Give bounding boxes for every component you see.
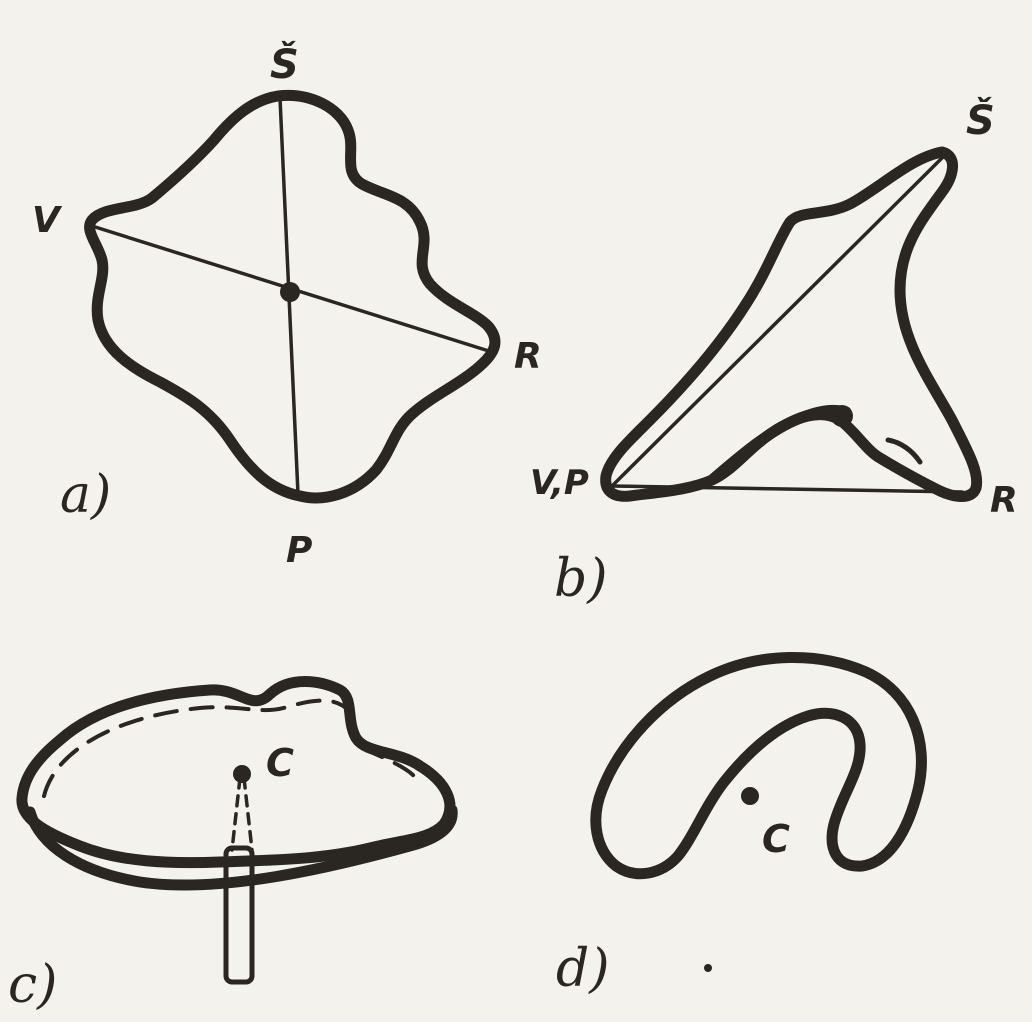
figure-d-center-point [741, 787, 759, 805]
figure-b-center-point [831, 405, 853, 427]
figure-a: Š V R P a) [32, 39, 542, 571]
figure-a-panel-label: a) [60, 465, 111, 525]
figure-b-left-label: V,P [530, 463, 589, 503]
figure-d-stray-dot [704, 964, 712, 972]
figure-b-outline [606, 152, 977, 497]
figure-a-left-label: V [32, 200, 63, 241]
figure-a-top-label: Š [270, 39, 299, 88]
figure-d-panel-label: d) [556, 939, 610, 999]
figure-b: Š V,P R b) [530, 95, 1018, 609]
figure-d-crescent-outline [596, 657, 922, 873]
figure-c: C c) [8, 682, 452, 1016]
figure-c-panel-label: c) [8, 955, 57, 1015]
figure-b-right-label: R [990, 480, 1018, 521]
figure-d-center-label: C [762, 817, 790, 861]
figure-b-inner-contour [712, 410, 846, 480]
figure-c-suspension-line [232, 778, 240, 850]
figure-b-top-label: Š [966, 95, 995, 144]
figure-c-stick [226, 848, 252, 982]
figure-b-panel-label: b) [554, 549, 608, 609]
figure-b-inner-tick [888, 440, 920, 462]
figure-c-suspension-line-2 [244, 778, 252, 850]
figure-c-center-label: C [266, 741, 294, 785]
figure-d: C d) [556, 657, 921, 999]
figure-b-diagonal-axis [612, 156, 944, 486]
figure-a-right-label: R [514, 336, 542, 377]
figure-a-bottom-label: P [286, 530, 312, 571]
figure-a-center-point [280, 282, 300, 302]
figure-c-center-point [233, 765, 251, 783]
